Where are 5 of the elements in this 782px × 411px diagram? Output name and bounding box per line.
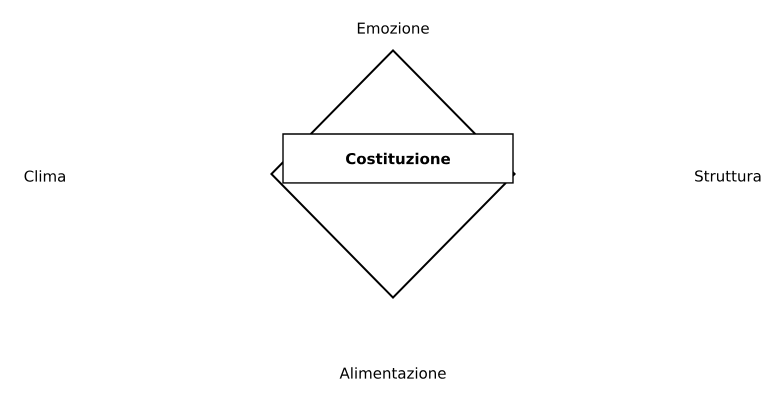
factor-label: Struttura bbox=[695, 170, 760, 182]
factor-label: Clima bbox=[24, 170, 65, 182]
factor-label: Alimentazione bbox=[340, 367, 446, 379]
text-box: Costituzione bbox=[282, 133, 514, 184]
factor-label: Emozione bbox=[358, 22, 429, 34]
